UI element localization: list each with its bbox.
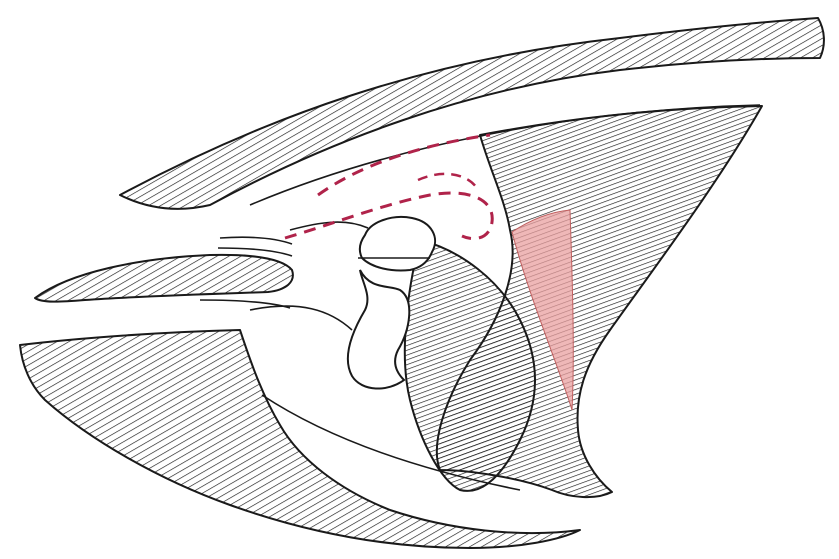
upper-hatched-band [119, 17, 825, 210]
dashed-pathway-lower [284, 191, 494, 241]
fan-line-1 [219, 236, 293, 245]
fan-line-3 [199, 299, 291, 309]
inner-boundary-lower [249, 305, 353, 331]
dashed-pathway-loop [417, 172, 480, 191]
lower-hatched-block [19, 329, 581, 549]
lower-sweep-line [261, 394, 521, 491]
middle-lip-hatched [34, 253, 294, 303]
central-hatched-mass [403, 239, 536, 492]
highlight-wedge [511, 209, 574, 411]
round-cavity [358, 216, 437, 272]
dashed-pathway-upper [317, 133, 491, 197]
curled-process [347, 269, 411, 390]
fan-line-2 [217, 247, 293, 257]
